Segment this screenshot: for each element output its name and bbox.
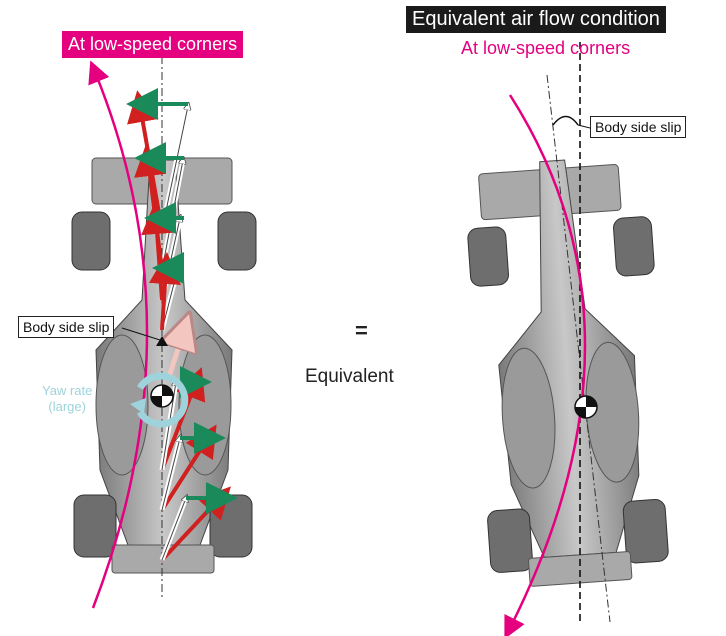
slip-leader-left <box>121 327 161 341</box>
flow-vectors-left <box>126 88 238 562</box>
cg-marker-right <box>574 395 598 419</box>
cg-marker-left <box>150 384 174 408</box>
slip-marker-left <box>156 336 168 346</box>
yaw-rate-label-line2: (large) <box>48 399 86 414</box>
equivalent-label: Equivalent <box>305 366 394 387</box>
right-title: Equivalent air flow condition <box>406 6 666 33</box>
slip-angle-brace <box>552 115 579 126</box>
car-axis-line-right <box>546 74 611 623</box>
yaw-rate-label: Yaw rate (large) <box>42 383 92 415</box>
yaw-rate-arrow <box>136 372 189 428</box>
body-side-slip-label-right: Body side slip <box>590 116 687 138</box>
right-subtitle: At low-speed corners <box>461 38 631 58</box>
trajectory-left <box>88 60 149 609</box>
left-title: At low-speed corners <box>62 31 244 58</box>
yaw-rate-arrowhead <box>130 398 146 414</box>
right-car <box>467 159 669 587</box>
trajectory-right <box>504 94 587 636</box>
body-side-slip-label-left: Body side slip <box>18 316 115 338</box>
equals-sign: = <box>355 318 368 343</box>
yaw-rate-label-line1: Yaw rate <box>42 383 93 398</box>
slip-leader-right <box>577 124 591 129</box>
